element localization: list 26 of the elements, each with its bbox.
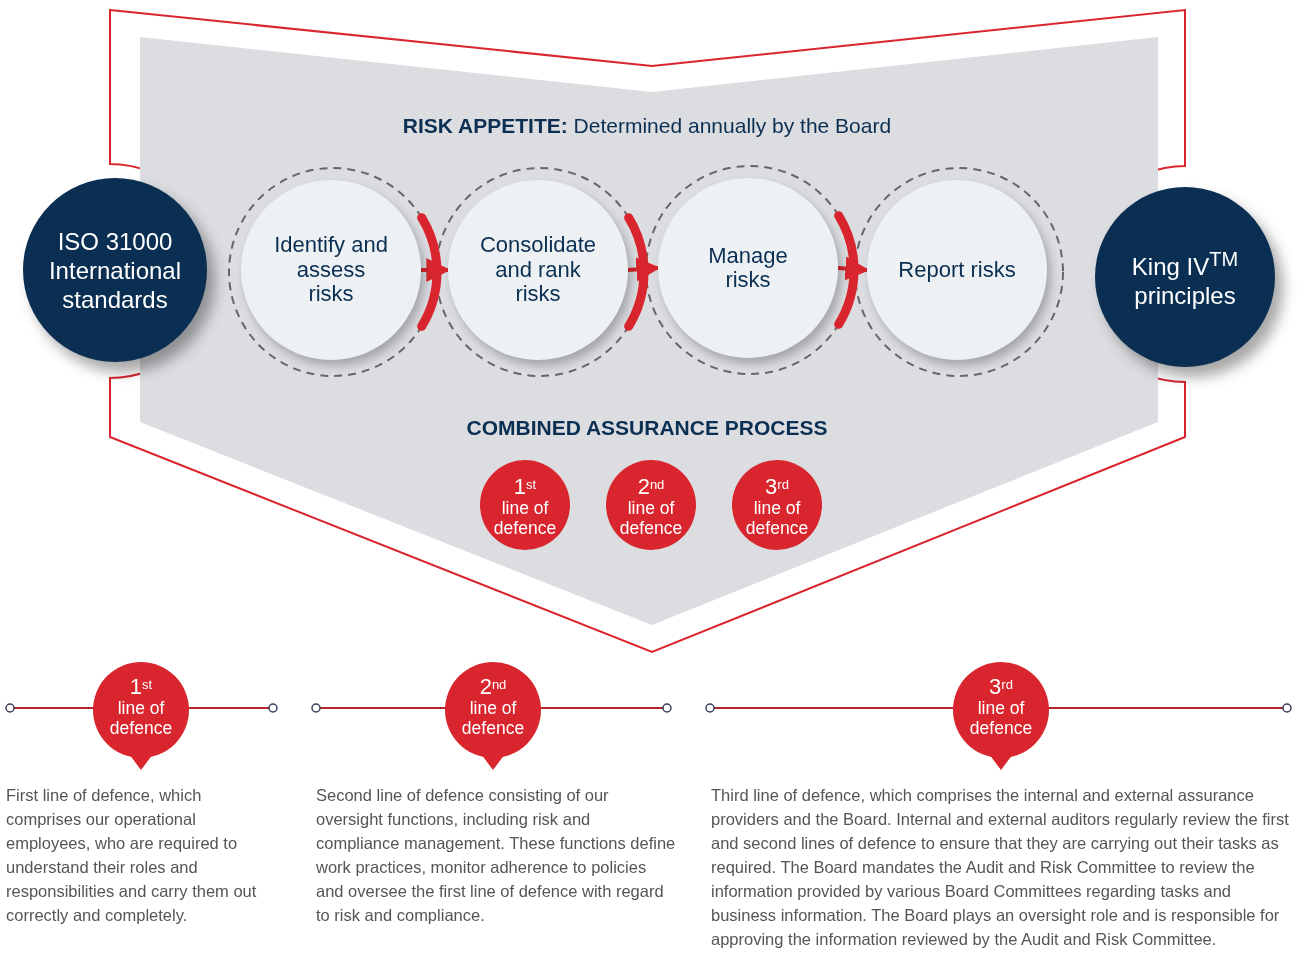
- node-label: line of defence: [108, 698, 174, 738]
- defence-pin-marker: [953, 662, 1049, 770]
- heading-text: RISK APPETITE: Determined annually by the Board: [401, 114, 893, 138]
- node-label: ISO 31000 International standards: [47, 226, 183, 314]
- ordinal-label: 1$^{st}$: [129, 676, 153, 698]
- ordinal-label: 2$^{nd}$: [479, 676, 507, 698]
- ordinal-label: 2$^{nd}$: [637, 476, 665, 498]
- node-label: Consolidate and rank risks: [479, 233, 597, 307]
- ordinal-label: 1$^{st}$: [513, 476, 537, 498]
- description-text: First line of defence, which comprises our operational employees, who are required to understand their roles and responsibilities and carry them out correctly and completely.: [6, 785, 258, 926]
- node-label: Identify and assess risks: [273, 233, 389, 307]
- node-label: line of defence: [460, 698, 526, 738]
- defence-pin-marker: [93, 662, 189, 770]
- node-label: line of defence: [744, 498, 810, 538]
- node-label: King IV$^{TM}$ principles: [1130, 246, 1240, 310]
- node-label: line of defence: [618, 498, 684, 538]
- description-text: Second line of defence consisting of our oversight functions, including risk and compliance management. These functions define work practices, monitor adherence to policies and oversee the first line of defence with regard to risk and compliance.: [316, 785, 677, 926]
- defence-pin-marker: [445, 662, 541, 770]
- ordinal-label: 3$^{rd}$: [989, 676, 1013, 698]
- section-heading: COMBINED ASSURANCE PROCESS: [465, 416, 829, 440]
- ordinal-label: 3$^{rd}$: [765, 476, 789, 498]
- node-label: Manage risks: [707, 243, 789, 293]
- description-text: Third line of defence, which comprises the internal and external assurance providers and the Board. Internal and external auditors regularly review the first and second lines of defence to ensure that they are carrying out their tasks as required. The Board mandates the Audit and Risk Committee to review the information provided by various Board Committees regarding tasks and business information. The Board plays an oversight role and is responsible for approving the information reviewed by the Audit and Risk Committee.: [711, 785, 1290, 950]
- node-label: line of defence: [492, 498, 558, 538]
- node-label: line of defence: [968, 698, 1034, 738]
- node-label: Report risks: [898, 257, 1016, 283]
